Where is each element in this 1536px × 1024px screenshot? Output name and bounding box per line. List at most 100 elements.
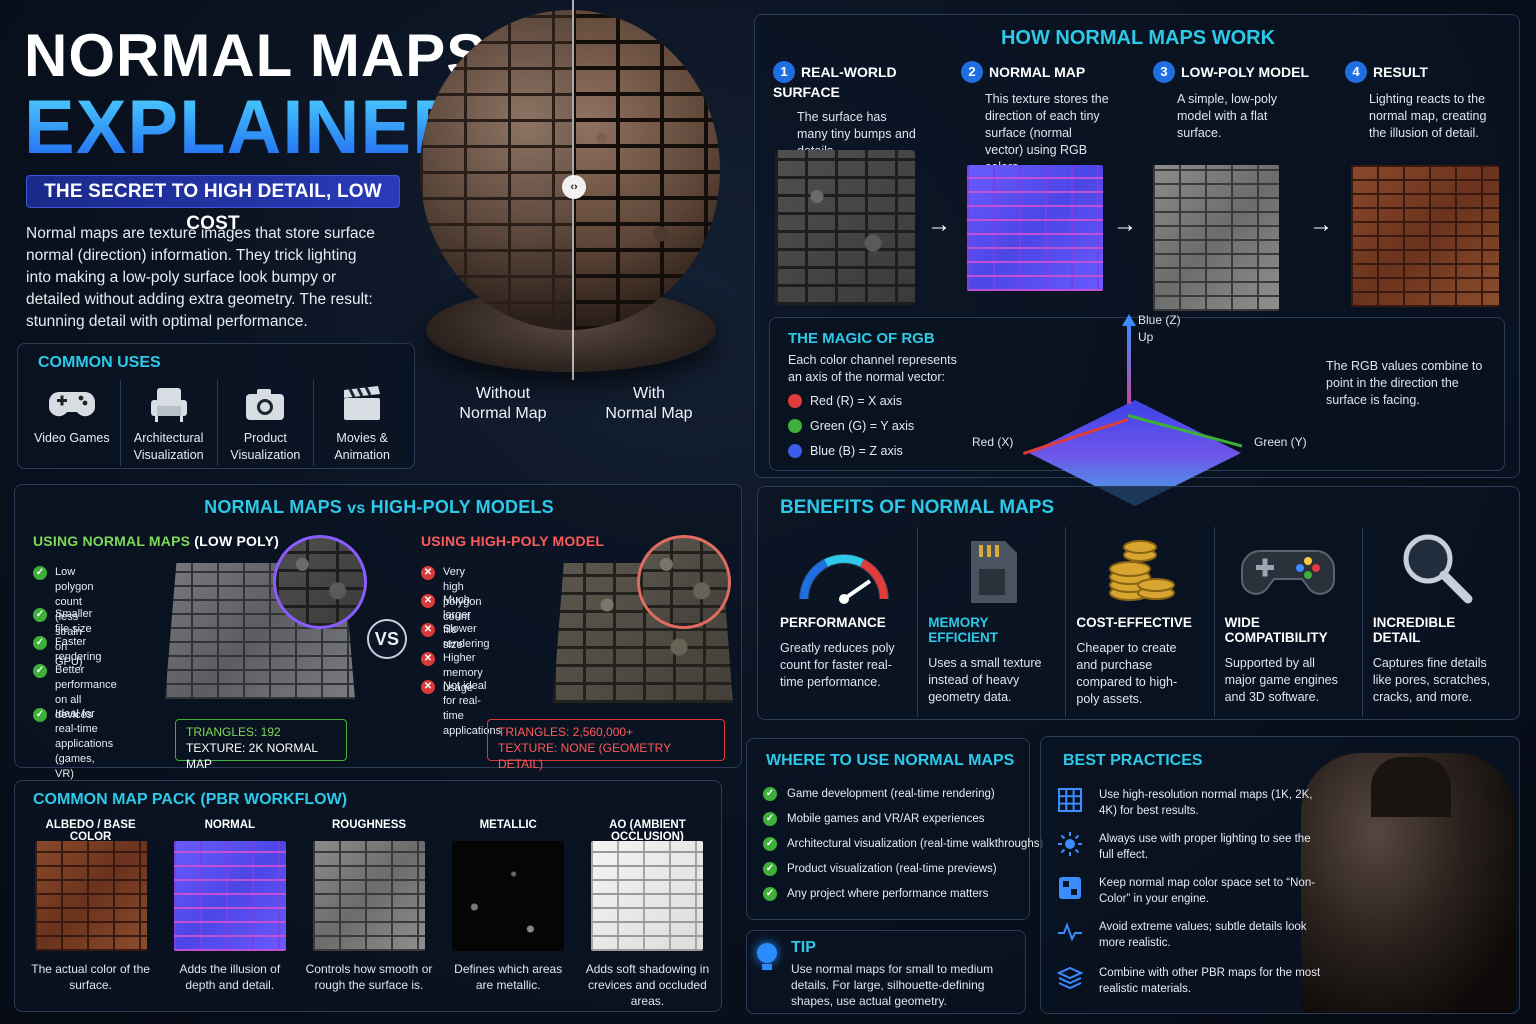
common-uses-heading: COMMON USES [38,354,161,371]
high-poly-zoom [637,535,731,629]
speedometer-icon [780,527,907,607]
axis-green-label: Green (Y) [1254,435,1307,449]
benefit-desc: Uses a small texture instead of heavy ge… [928,656,1042,704]
best-item: Use high-resolution normal maps (1K, 2K,… [1057,787,1325,819]
best-item: Avoid extreme values; subtle details loo… [1057,919,1325,951]
benefit-desc: Cheaper to create and purchase compared … [1076,641,1178,706]
where-item-text: Game development (real-time rendering) [787,788,995,800]
step-number: 3 [1153,61,1175,83]
vs-panel: NORMAL MAPS vs HIGH-POLY MODELS USING NO… [14,484,743,780]
map-swatch [173,841,286,951]
lightbulb-icon [757,943,777,971]
blue-axis-arrowhead [1122,314,1136,326]
check-icon: ✓ [33,566,47,580]
use-item: Product Visualization [218,380,315,466]
map-title: ALBEDO / BASE COLOR [45,819,136,843]
benefit-desc: Captures fine details like pores, scratc… [1372,656,1491,704]
where-item-text: Mobile games and VR/AR experiences [787,813,985,825]
sphere-comparison: ‹› Without Normal Map With Normal Map [420,0,730,440]
subtitle-banner: THE SECRET TO HIGH DETAIL, LOW COST [26,175,400,234]
map-title: METALLIC [479,819,537,831]
subtitle-text: THE SECRET TO HIGH DETAIL, LOW COST [44,181,382,234]
step-number: 2 [961,61,983,83]
channel-row: Blue (B) = Z axis [788,444,903,458]
list-item: ✕Not ideal for real-time applications [421,679,501,739]
left-stats: TRIANGLES: 192 TEXTURE: 2K NORMAL MAP [175,719,347,771]
x-icon: ✕ [421,680,435,694]
vs-badge: VS [367,619,407,659]
right-title: USING HIGH-POLY MODEL [421,533,605,549]
x-icon: ✕ [421,652,435,666]
check-icon: ✓ [763,787,777,801]
step-title: LOW-POLY MODEL [1181,64,1310,80]
arrow-2: → [1113,211,1137,238]
where-panel: WHERE TO USE NORMAL MAPS ✓ Game developme… [746,738,1043,920]
best-item: Always use with proper lighting to see t… [1057,831,1325,863]
benefit-desc: Supported by all major game engines and … [1224,656,1338,704]
map-desc: Defines which areas are metallic. [454,962,563,992]
where-item: ✓Product visualization (real-time previe… [763,862,997,876]
real-surface-image [775,150,915,305]
vs-heading-vs: vs [347,500,366,517]
channel-label: Red (R) = X axis [810,394,903,408]
list-item: ✓Faster rendering [33,635,101,665]
vs-heading-a: NORMAL MAPS [204,497,343,517]
use-label: Video Games [34,431,110,445]
best-item-text: Avoid extreme values; subtle details loo… [1099,921,1307,949]
channel-row: Green (G) = Y axis [788,419,914,433]
where-item: ✓Mobile games and VR/AR experiences [763,812,985,826]
map-pack-heading: COMMON MAP PACK (PBR WORKFLOW) [33,791,348,808]
common-uses-list: Video Games Architectural Visualization Pr… [24,380,410,466]
list-item-text: Smaller file size [55,608,93,635]
map-swatch [34,841,147,951]
map-desc: The actual color of the surface. [31,962,150,992]
common-uses-panel: COMMON USES Video Games Architectural Vis… [17,343,415,469]
intro-text: Normal maps are texture images that stor… [26,225,375,330]
how-heading: HOW NORMAL MAPS WORK [1000,27,1276,49]
list-item-text: Low polygon count (less strain on GPU) [55,566,94,668]
step-desc: A simple, low-poly model with a flat sur… [1177,92,1278,140]
arrow-1: → [927,211,951,238]
channel-dot-icon [788,419,802,433]
normal-map-image [967,165,1103,291]
with-label: With Normal Map [605,385,693,422]
list-item-text: Much larger file size [443,594,472,651]
best-item-text: Combine with other PBR maps for the most… [1099,967,1321,995]
where-heading: WHERE TO USE NORMAL MAPS [766,752,1015,769]
pulse-icon [1057,919,1083,945]
use-label: Architectural Visualization [133,431,204,462]
where-item-text: Any project where performance matters [787,888,989,900]
map-title: NORMAL [204,819,256,831]
benefits-heading: BENEFITS OF NORMAL MAPS [780,497,1055,518]
right-stats: TRIANGLES: 2,560,000+ TEXTURE: NONE (GEO… [487,719,725,771]
best-item: Combine with other PBR maps for the most… [1056,965,1325,997]
map-item: METALLIC Defines which areas are metallic… [439,819,578,1009]
list-item: ✓Better performance on all devices [33,663,117,723]
map-item: AO (AMBIENT OCCLUSION)Adds soft shadowin… [578,819,717,1009]
gamepad-icon [24,382,120,426]
vs-heading: NORMAL MAPS vs HIGH-POLY MODELS [15,497,743,518]
left-title-c: (LOW POLY) [194,533,279,549]
benefit-title: INCREDIBLE DETAIL [1372,615,1456,645]
step-number: 4 [1345,61,1367,83]
best-item-text: Use high-resolution normal maps (1K, 2K,… [1099,789,1313,817]
map-swatch [313,841,425,951]
rgb-desc: Each color channel represents an axis of… [788,353,957,384]
camera-icon [218,382,314,426]
sphere-left [420,10,720,330]
jacket-collar [1371,757,1451,817]
slider-handle[interactable]: ‹› [562,175,586,199]
use-item: Video Games [24,380,121,466]
check-icon: ✓ [33,664,47,678]
step-number: 1 [773,61,795,83]
vs-heading-b: HIGH-POLY MODELS [370,497,554,517]
check-icon: ✓ [33,636,47,650]
list-item: ✕Much larger file size [421,593,471,653]
list-item: ✓Ideal for real-time applications (games… [33,707,113,782]
list-item: ✕Slower rendering [421,622,489,652]
left-title-a: USING [33,533,79,549]
